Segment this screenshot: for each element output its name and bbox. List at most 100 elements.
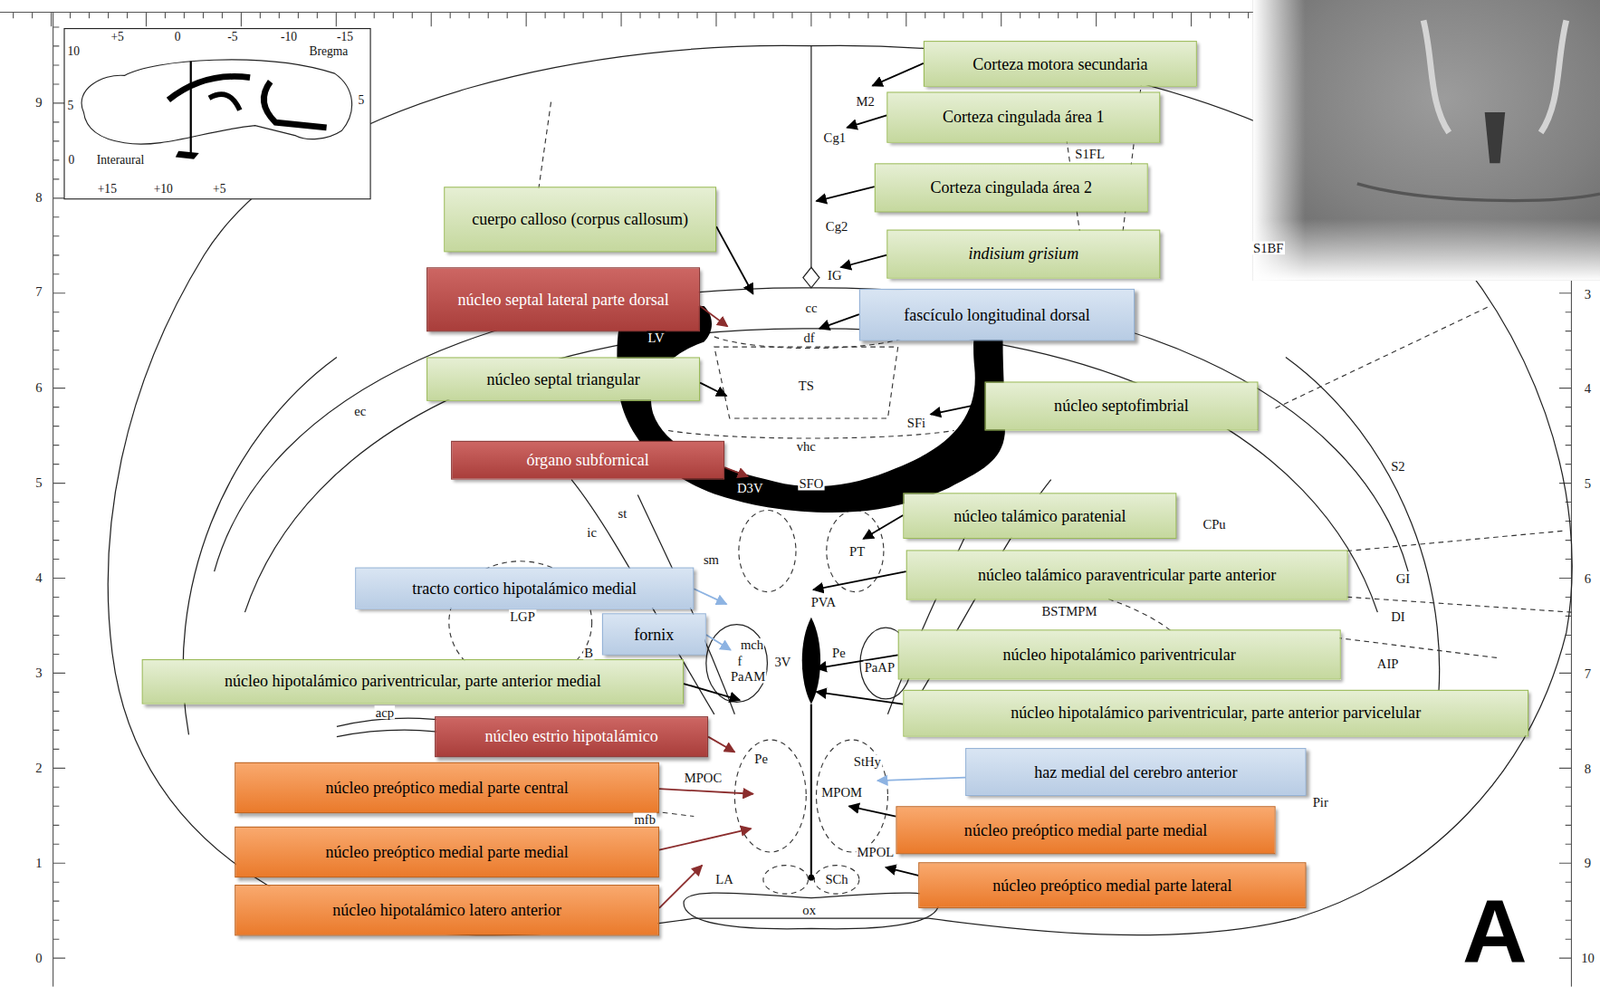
- region-boundary: [738, 509, 796, 592]
- region-boundary: [1275, 306, 1491, 409]
- leader-arrow: [708, 737, 735, 753]
- inset-black-structure: [175, 151, 200, 160]
- structure-label: mch: [739, 638, 765, 652]
- structure-label: f: [736, 654, 743, 669]
- ventricle-tip: [808, 874, 815, 882]
- leader-arrow: [659, 788, 754, 795]
- region-boundary: [1347, 530, 1567, 552]
- region-boundary: [763, 865, 809, 895]
- region-boundary: [734, 739, 806, 853]
- structure-label: S1FL: [1073, 147, 1106, 162]
- inset-coordinate: Interaural: [95, 153, 146, 167]
- structure-label: D3V: [736, 480, 765, 495]
- leader-arrow: [699, 383, 727, 397]
- structure-label: AIP: [1376, 656, 1400, 671]
- region-boundary: [714, 346, 899, 419]
- leader-arrow: [862, 515, 903, 539]
- third-ventricle-slit: [810, 704, 813, 876]
- structure-label: Pir: [1312, 795, 1330, 809]
- structure-label: M2: [854, 94, 876, 108]
- leader-arrow: [841, 255, 888, 269]
- axis-number: 2: [34, 761, 44, 776]
- structure-label: IG: [826, 268, 844, 283]
- leader-arrow: [659, 865, 702, 909]
- callout-box: núcleo talámico paratenial: [902, 492, 1177, 539]
- inset-coordinate: 5: [356, 94, 365, 107]
- callout-box: núcleo hipotalámico pariventricular: [898, 629, 1342, 680]
- axis-number: 4: [34, 571, 44, 585]
- structure-label: acp: [374, 705, 396, 719]
- inset-coordinate: 5: [66, 98, 75, 112]
- inset-coordinate: +10: [153, 182, 174, 196]
- structure-label: Pe: [831, 646, 847, 661]
- callout-text: núcleo hipotalámico pariventricular, par…: [1010, 702, 1421, 724]
- axis-number: 6: [1583, 572, 1593, 586]
- callout-box: núcleo septofimbrial: [984, 381, 1258, 431]
- callout-box: fornix: [602, 613, 707, 655]
- structure-label: LA: [714, 872, 735, 887]
- callout-text: núcleo preóptico medial parte medial: [964, 819, 1208, 841]
- callout-text: núcleo hipotalámico pariventricular: [1003, 644, 1236, 666]
- fornix-outline: [706, 624, 768, 703]
- leader-arrow: [706, 634, 731, 651]
- leader-arrow: [877, 777, 966, 781]
- structure-label: PaAP: [863, 661, 897, 675]
- leader-arrow: [930, 402, 986, 414]
- callout-box: núcleo preóptico medial parte medial: [895, 805, 1275, 854]
- callout-text: núcleo hipotalámico pariventricular, par…: [224, 671, 602, 693]
- callout-box: núcleo talámico paraventricular parte an…: [906, 549, 1349, 600]
- callout-text: núcleo preóptico medial parte central: [325, 777, 568, 799]
- region-boundary: [814, 865, 860, 895]
- inset-coordinate: +5: [211, 182, 228, 196]
- axis-number: 9: [34, 95, 44, 109]
- inset-coordinate: +5: [109, 30, 125, 44]
- leader-arrow: [716, 226, 754, 294]
- callout-box: fascículo longitudinal dorsal: [859, 288, 1135, 341]
- inset-coordinate: 0: [173, 30, 183, 44]
- axis-number: 7: [1583, 666, 1593, 681]
- structure-label: BSTMPM: [1040, 604, 1098, 619]
- structure-label: LGP: [508, 609, 537, 623]
- callout-text: núcleo estrio hipotalámico: [484, 726, 658, 748]
- structure-label: S2: [1389, 459, 1407, 474]
- callout-box: núcleo preóptico medial parte medial: [234, 826, 660, 878]
- axis-number: 8: [34, 190, 44, 204]
- structure-label: MPOC: [683, 770, 724, 785]
- structure-label: TS: [797, 379, 815, 393]
- photo-fade: [1253, 0, 1600, 281]
- callout-box: cuerpo calloso (corpus callosum): [443, 186, 717, 252]
- structure-label: CPu: [1201, 517, 1227, 532]
- structure-label: PVA: [810, 595, 838, 610]
- structure-label: DI: [1389, 609, 1407, 623]
- leader-arrow: [693, 588, 727, 604]
- structure-label: vhc: [795, 439, 817, 453]
- callout-text: núcleo talámico paratenial: [953, 505, 1126, 527]
- callout-box: núcleo hipotalámico latero anterior: [234, 884, 660, 936]
- inset-coordinate: 0: [67, 153, 76, 167]
- structure-label: 3V: [773, 655, 792, 670]
- indusium-diamond: [803, 267, 820, 288]
- axis-number: 0: [34, 951, 44, 966]
- axis-number: 5: [1583, 477, 1593, 491]
- structure-label: GI: [1395, 572, 1412, 586]
- leader-arrow: [846, 114, 887, 128]
- panel-letter: A: [1461, 885, 1529, 976]
- structure-label: StHy: [852, 754, 882, 768]
- callout-box: núcleo preóptico medial parte central: [234, 762, 660, 814]
- axis-number: 8: [1583, 761, 1593, 776]
- leader-arrow: [683, 683, 740, 700]
- inset-coordinate: Bregma: [307, 45, 349, 58]
- axis-number: 4: [1583, 382, 1593, 396]
- callout-box: Corteza cingulada área 2: [874, 162, 1149, 212]
- structure-label: ic: [585, 526, 598, 540]
- structure-label: st: [616, 507, 628, 521]
- axis-number: 5: [34, 475, 44, 489]
- inset-coordinate: +15: [96, 182, 118, 196]
- inset-frame: [64, 28, 371, 200]
- callout-text: fornix: [633, 623, 674, 645]
- callout-box: núcleo hipotalámico pariventricular, par…: [142, 659, 684, 705]
- callout-box: núcleo estrio hipotalámico: [434, 716, 709, 757]
- inset-black-structure: [209, 94, 240, 111]
- callout-text: haz medial del cerebro anterior: [1034, 761, 1237, 783]
- callout-box: órgano subfornical: [450, 440, 725, 480]
